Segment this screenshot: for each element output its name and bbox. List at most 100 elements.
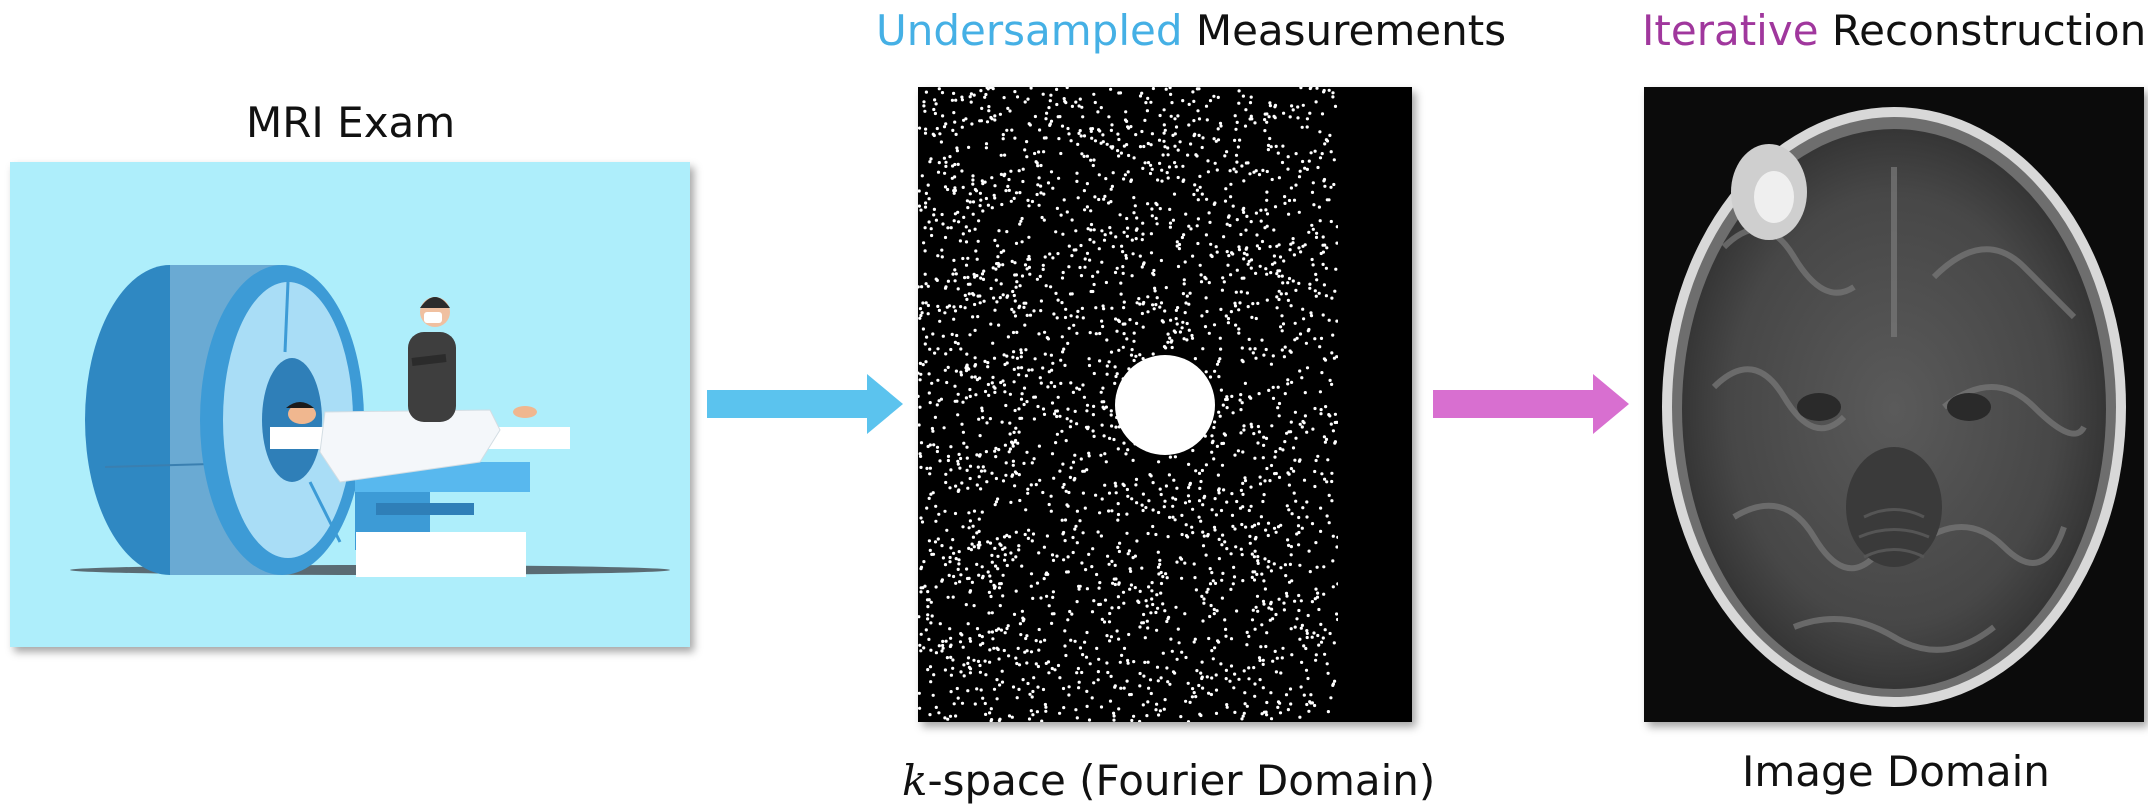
sample-point bbox=[1194, 695, 1198, 699]
sample-point bbox=[990, 553, 994, 557]
sample-point bbox=[971, 524, 975, 528]
sample-point bbox=[927, 637, 931, 642]
sample-point bbox=[1155, 593, 1159, 597]
sample-point bbox=[954, 369, 958, 373]
sample-point bbox=[1027, 254, 1031, 259]
sample-point bbox=[1109, 413, 1113, 417]
sample-point bbox=[1246, 305, 1250, 309]
sample-point bbox=[1329, 150, 1333, 154]
sample-point bbox=[1013, 314, 1018, 318]
sample-point bbox=[1014, 273, 1018, 277]
sample-point bbox=[925, 335, 929, 339]
sample-point bbox=[1019, 351, 1023, 355]
kspace-caption-text: -space (Fourier Domain) bbox=[927, 756, 1436, 805]
unsampled-region bbox=[1338, 87, 1412, 722]
sample-point bbox=[1070, 218, 1074, 222]
sample-point bbox=[1308, 111, 1312, 115]
sample-point bbox=[1110, 559, 1114, 563]
sample-point bbox=[956, 162, 960, 166]
sample-point bbox=[994, 446, 998, 450]
sample-point bbox=[1335, 355, 1339, 359]
sample-point bbox=[926, 183, 930, 187]
sample-point bbox=[1313, 149, 1317, 153]
sample-point bbox=[1028, 272, 1032, 276]
sample-point bbox=[983, 95, 987, 99]
sample-point bbox=[1138, 671, 1142, 676]
sample-point bbox=[998, 604, 1002, 608]
sample-point bbox=[929, 680, 933, 684]
sample-point bbox=[1174, 497, 1178, 501]
sample-point bbox=[1314, 541, 1318, 545]
sample-point bbox=[1262, 579, 1266, 583]
sample-point bbox=[1062, 558, 1066, 562]
sample-point bbox=[966, 275, 970, 279]
sample-point bbox=[918, 361, 922, 365]
sample-point bbox=[1286, 382, 1290, 386]
sample-point bbox=[924, 360, 928, 364]
sample-point bbox=[975, 274, 979, 278]
sample-point bbox=[1252, 666, 1256, 670]
sample-point bbox=[952, 574, 956, 579]
sample-point bbox=[1111, 171, 1115, 175]
sample-point bbox=[1256, 301, 1260, 305]
sample-point bbox=[1117, 637, 1121, 641]
sample-point bbox=[946, 454, 951, 458]
sample-point bbox=[1205, 309, 1209, 314]
sample-point bbox=[1083, 257, 1087, 261]
sample-point bbox=[961, 185, 965, 189]
sample-point bbox=[1297, 459, 1301, 463]
sample-point bbox=[1168, 515, 1172, 519]
sample-point bbox=[1331, 429, 1335, 433]
sample-point bbox=[1187, 102, 1191, 106]
brain-mri-image bbox=[1662, 107, 2126, 707]
sample-point bbox=[1023, 100, 1027, 104]
sample-point bbox=[1140, 238, 1144, 242]
sample-point bbox=[1207, 281, 1211, 285]
sample-point bbox=[1056, 252, 1060, 256]
sample-point bbox=[1190, 525, 1194, 529]
sample-point bbox=[1286, 281, 1290, 285]
sample-point bbox=[918, 371, 920, 375]
sample-point bbox=[1023, 148, 1027, 152]
sample-point bbox=[1261, 499, 1265, 504]
sample-point bbox=[1065, 417, 1069, 421]
sample-point bbox=[919, 632, 923, 636]
sample-point bbox=[993, 238, 997, 242]
sample-point bbox=[973, 375, 977, 379]
sample-point bbox=[1185, 338, 1189, 342]
sample-point bbox=[1287, 212, 1291, 216]
sample-point bbox=[1301, 307, 1305, 311]
sample-point bbox=[1074, 229, 1078, 233]
sample-point bbox=[1293, 338, 1297, 342]
sample-point bbox=[980, 635, 984, 639]
sample-point bbox=[1149, 474, 1153, 478]
sample-point bbox=[959, 347, 963, 351]
sample-point bbox=[1280, 314, 1284, 318]
sample-point bbox=[1271, 659, 1275, 663]
sample-point bbox=[969, 548, 973, 552]
sample-point bbox=[918, 316, 922, 320]
sample-point bbox=[1271, 396, 1276, 400]
sample-point bbox=[1212, 525, 1217, 529]
sample-point bbox=[1200, 594, 1204, 598]
sample-point bbox=[1175, 244, 1179, 248]
sample-point bbox=[1264, 267, 1268, 271]
sample-point bbox=[959, 573, 963, 577]
sample-point bbox=[1247, 677, 1251, 681]
sample-point bbox=[929, 648, 933, 652]
sample-point bbox=[1043, 352, 1047, 356]
sample-point bbox=[1116, 149, 1120, 153]
sample-point bbox=[1225, 500, 1229, 504]
sample-point bbox=[1258, 475, 1262, 479]
sample-point bbox=[968, 519, 972, 523]
sample-point bbox=[999, 250, 1003, 254]
sample-point bbox=[1190, 336, 1195, 340]
sample-point bbox=[1000, 680, 1005, 684]
sample-point bbox=[1162, 123, 1166, 127]
sample-point bbox=[1153, 289, 1157, 293]
sample-point bbox=[1259, 219, 1263, 223]
sample-point bbox=[986, 570, 990, 574]
sample-point bbox=[1269, 271, 1273, 275]
sample-point bbox=[955, 686, 959, 691]
sample-point bbox=[1226, 263, 1230, 267]
